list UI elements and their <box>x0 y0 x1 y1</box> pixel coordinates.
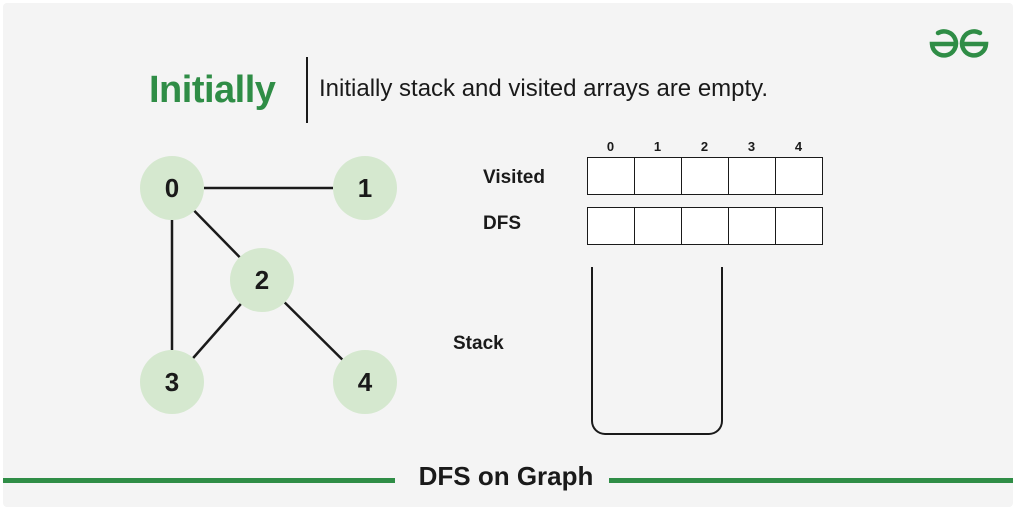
page-title: Initially <box>149 69 276 111</box>
graph-edge-0-2 <box>193 210 241 258</box>
visited-cell <box>682 158 729 194</box>
graph-node-label-3: 3 <box>165 367 179 397</box>
visited-label: Visited <box>483 167 545 188</box>
graph-node-label-0: 0 <box>165 173 179 203</box>
graph-nodes: 0 1 2 3 4 <box>140 156 397 414</box>
graph-node-0 <box>140 156 204 220</box>
array-index: 2 <box>700 139 709 154</box>
array-index: 3 <box>747 139 756 154</box>
dfs-array <box>587 207 823 245</box>
graph-node-4 <box>333 350 397 414</box>
array-index: 1 <box>653 139 662 154</box>
stack-label: Stack <box>453 333 504 354</box>
dfs-label: DFS <box>483 213 521 234</box>
visited-cell <box>729 158 776 194</box>
visited-cell <box>588 158 635 194</box>
dfs-cell <box>729 208 776 244</box>
gfg-logo-icon <box>929 29 989 58</box>
dfs-cell <box>635 208 682 244</box>
graph-node-2 <box>230 248 294 312</box>
title-divider <box>306 57 308 123</box>
footer-line-left <box>3 478 395 483</box>
visited-cell <box>635 158 682 194</box>
stack-container <box>591 267 723 435</box>
array-index: 4 <box>794 139 803 154</box>
dfs-cell <box>588 208 635 244</box>
graph-node-label-4: 4 <box>358 367 373 397</box>
graph-node-label-1: 1 <box>358 173 372 203</box>
graph-edge-2-4 <box>283 301 344 361</box>
slide-frame: Initially Initially stack and visited ar… <box>3 3 1013 507</box>
graph-node-3 <box>140 350 204 414</box>
graph-node-1 <box>333 156 397 220</box>
visited-cell <box>776 158 822 194</box>
footer-title: DFS on Graph <box>418 461 594 491</box>
visited-array <box>587 157 823 195</box>
graph-edges <box>170 186 344 361</box>
footer-line-right <box>609 478 1013 483</box>
dfs-cell <box>682 208 729 244</box>
dfs-cell <box>776 208 822 244</box>
graph-node-label-2: 2 <box>255 265 269 295</box>
page-subtitle: Initially stack and visited arrays are e… <box>319 75 769 102</box>
graph-edge-2-3 <box>192 303 242 359</box>
graph-diagram: 0 1 2 3 4 <box>140 156 397 414</box>
array-index: 0 <box>606 139 615 154</box>
